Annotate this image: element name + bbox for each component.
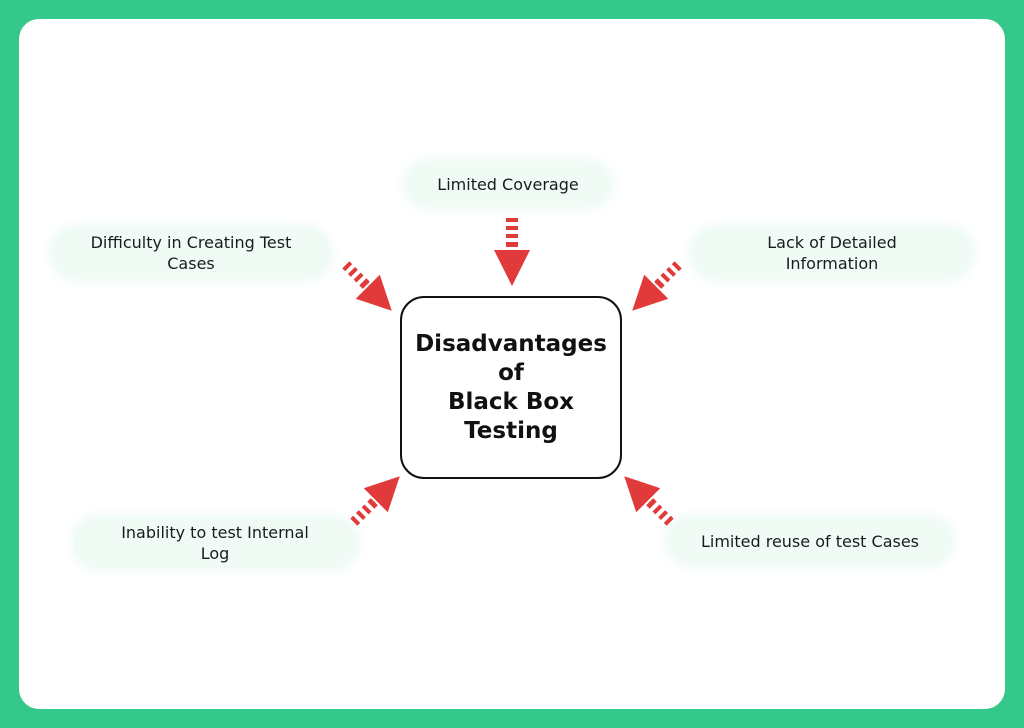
- item-inability-to-test-internal-log: Inability to test Internal Log: [74, 518, 356, 568]
- item-label: Limited Coverage: [437, 174, 579, 194]
- center-node: Disadvantages of Black Box Testing: [400, 296, 622, 479]
- item-label: Inability to test Internal Log: [121, 523, 309, 563]
- item-lack-of-detailed-information: Lack of Detailed Information: [692, 228, 972, 278]
- item-label: Limited reuse of test Cases: [700, 531, 920, 551]
- center-title: Disadvantages of Black Box Testing: [415, 330, 607, 444]
- item-label: Difficulty in Creating Test Cases: [90, 233, 292, 273]
- item-limited-reuse-of-test-cases: Limited reuse of test Cases: [668, 518, 952, 564]
- item-label: Lack of Detailed Information: [767, 233, 897, 273]
- item-limited-coverage: Limited Coverage: [406, 162, 610, 206]
- item-difficulty-creating-test-cases: Difficulty in Creating Test Cases: [52, 228, 330, 278]
